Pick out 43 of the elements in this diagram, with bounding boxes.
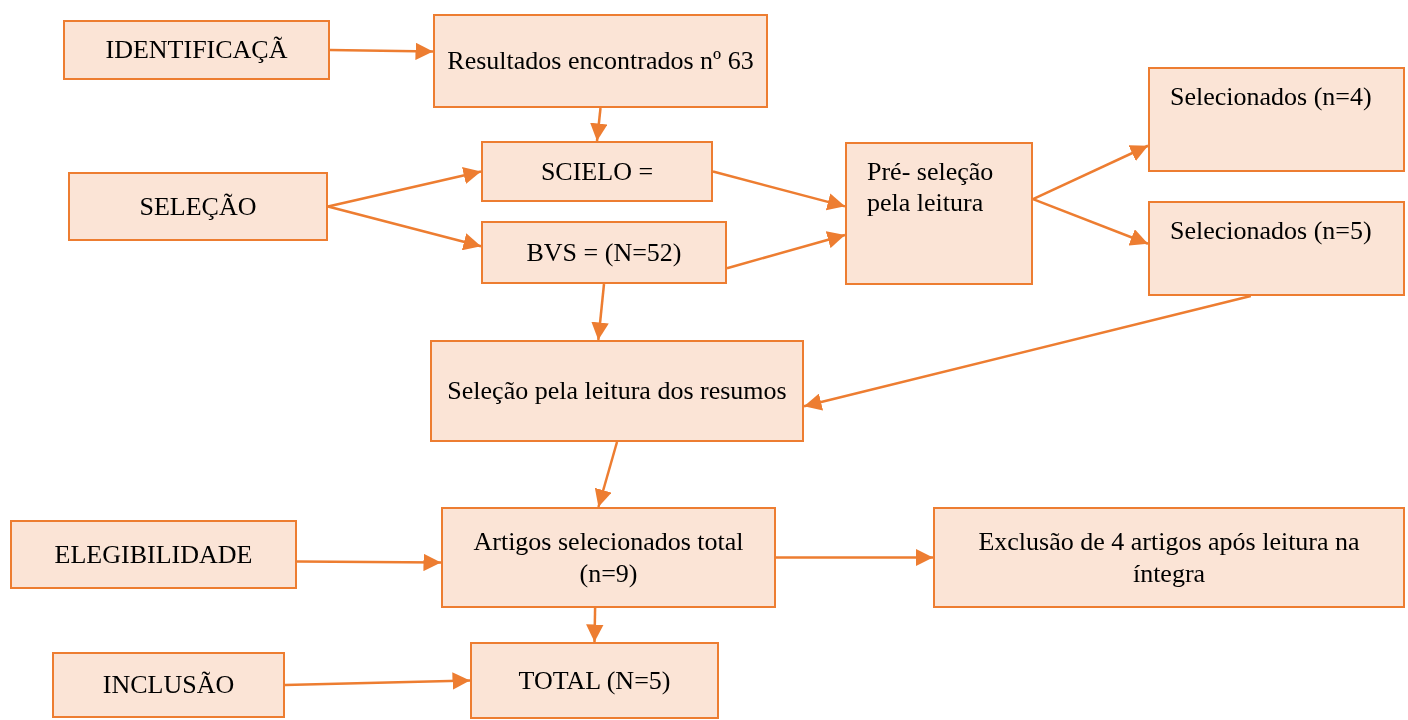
box-label: Pré- seleção pela leitura [867, 156, 995, 219]
box-label: IDENTIFICAÇÃ [105, 34, 288, 66]
arrow [591, 283, 609, 341]
box-label: Exclusão de 4 artigos após leitura na íntegra [977, 526, 1361, 589]
arrow [284, 672, 471, 690]
arrow [297, 553, 441, 572]
process-box [1148, 201, 1405, 296]
process-box [933, 507, 1405, 608]
arrow [803, 294, 1252, 411]
arrow [327, 166, 482, 208]
process-box [845, 142, 1033, 285]
process-box [470, 642, 719, 719]
arrow [712, 170, 846, 211]
box-label: SCIELO = [540, 155, 654, 188]
box-label: Selecionados (n=4) [1170, 81, 1372, 113]
arrow [327, 205, 482, 251]
box-label: TOTAL (N=5) [518, 664, 671, 697]
box-label: ELEGIBILIDADE [54, 538, 253, 571]
process-box [441, 507, 776, 608]
arrow [594, 441, 619, 508]
process-box [52, 652, 285, 718]
process-box [481, 221, 727, 284]
box-label: INCLUSÃO [102, 669, 235, 701]
arrow [776, 548, 933, 567]
process-box [10, 520, 297, 589]
arrow [329, 42, 434, 61]
box-label: Resultados encontrados nº 63 [447, 45, 754, 77]
process-box [63, 20, 330, 80]
arrow [586, 607, 604, 643]
process-box [1148, 67, 1405, 172]
box-label: Seleção pela leitura dos resumos [447, 375, 787, 407]
box-label: Artigos selecionados total (n=9) [472, 526, 745, 589]
process-box [481, 141, 713, 202]
arrow [1032, 144, 1149, 201]
arrow [726, 231, 846, 270]
box-label: BVS = (N=52) [526, 236, 682, 269]
box-label: Selecionados (n=5) [1170, 215, 1372, 247]
box-label: SELEÇÃO [139, 190, 257, 223]
process-box [433, 14, 768, 108]
process-box [68, 172, 328, 241]
arrow [1032, 198, 1149, 246]
process-box [430, 340, 804, 442]
arrow [590, 107, 608, 142]
